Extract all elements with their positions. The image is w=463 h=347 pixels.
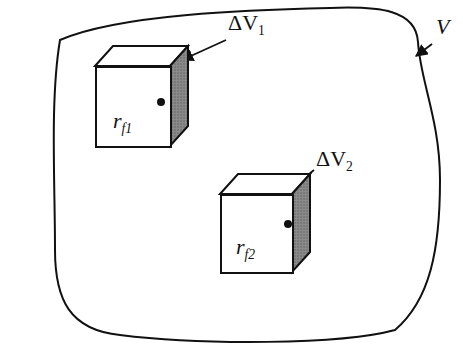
point-dot — [157, 98, 165, 106]
cube-side — [170, 46, 188, 146]
volume-label: rf2 — [236, 234, 255, 263]
volume-callout: ΔV2 — [316, 146, 353, 175]
cube-side — [292, 174, 310, 272]
volume-cube: rf2 — [220, 194, 294, 274]
volume-callout: ΔV1 — [228, 10, 265, 39]
region-label: V — [436, 14, 449, 40]
volume-label: rf1 — [113, 108, 132, 137]
point-dot — [284, 220, 292, 228]
volume-cube: rf1 — [95, 66, 172, 148]
